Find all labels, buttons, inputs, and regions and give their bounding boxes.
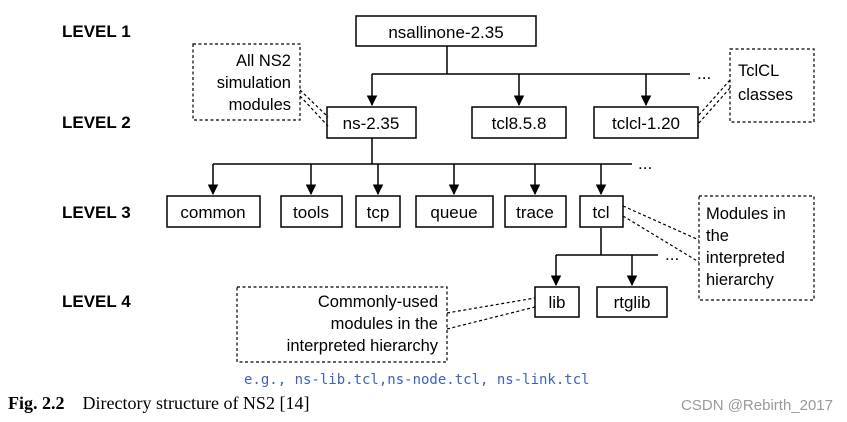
node-tclcl-1-20-label: tclcl-1.20	[612, 114, 680, 133]
node-queue-label: queue	[430, 203, 477, 222]
figure-caption-text: Directory structure of NS2 [14]	[83, 393, 310, 413]
node-trace-label: trace	[516, 203, 554, 222]
note-ns2-line-2: simulation	[217, 74, 291, 92]
edges-level-2-3	[207, 138, 632, 196]
node-tcl8-5-8-label: tcl8.5.8	[492, 114, 547, 133]
node-rtglib: rtglib	[596, 286, 668, 318]
note-common-line-1: Commonly-used	[318, 293, 438, 311]
note-ns2-line-1: All NS2	[236, 52, 291, 70]
node-tcp: tcp	[355, 195, 401, 228]
node-common-label: common	[180, 203, 245, 222]
ellipsis-level-4: ...	[665, 245, 679, 264]
node-tcl8-5-8: tcl8.5.8	[471, 106, 567, 139]
node-rtglib-label: rtglib	[614, 293, 651, 312]
note-interp-line-4: hierarchy	[706, 271, 775, 289]
watermark: CSDN @Rebirth_2017	[681, 397, 833, 414]
note-interpreted-modules: Modules in the interpreted hierarchy	[698, 195, 815, 301]
node-tcl: tcl	[579, 195, 624, 228]
note-commonly-used-modules: Commonly-used modules in the interpreted…	[236, 286, 448, 363]
note-tclcl-line-2: classes	[738, 86, 793, 104]
level-1-label: LEVEL 1	[62, 22, 131, 41]
edges-level-1-2	[366, 46, 690, 107]
level-2-label: LEVEL 2	[62, 113, 131, 132]
figure-caption: Fig. 2.2 Directory structure of NS2 [14]	[8, 393, 309, 413]
note-common-line-3: interpreted hierarchy	[287, 337, 439, 355]
node-nsallinone-label: nsallinone-2.35	[388, 23, 503, 42]
note-ns2-line-3: modules	[229, 96, 291, 114]
node-tcp-label: tcp	[367, 203, 390, 222]
node-lib: lib	[534, 286, 580, 318]
node-ns-2-35-label: ns-2.35	[343, 114, 400, 133]
note-tclcl-line-1: TclCL	[738, 62, 779, 80]
figure-label: Fig. 2.2	[8, 393, 65, 413]
level-3-label: LEVEL 3	[62, 203, 131, 222]
ellipsis-level-2: ...	[697, 64, 711, 83]
edges-level-3-4	[550, 228, 658, 287]
level-4-label: LEVEL 4	[62, 292, 131, 311]
note-connectors	[299, 79, 731, 330]
node-queue: queue	[415, 195, 494, 228]
node-tclcl-1-20: tclcl-1.20	[593, 106, 699, 139]
node-nsallinone: nsallinone-2.35	[355, 15, 537, 47]
note-interp-line-1: Modules in	[706, 205, 786, 223]
note-interp-line-2: the	[706, 227, 729, 245]
note-all-ns2-modules: All NS2 simulation modules	[192, 43, 301, 121]
ellipsis-level-3: ...	[638, 154, 652, 173]
node-tools: tools	[280, 195, 343, 228]
node-tcl-label: tcl	[593, 203, 610, 222]
node-trace: trace	[504, 195, 567, 228]
node-lib-label: lib	[548, 293, 565, 312]
note-tclcl-classes: TclCL classes	[729, 48, 815, 123]
node-tools-label: tools	[293, 203, 329, 222]
example-files: e.g., ns-lib.tcl,ns-node.tcl, ns-link.tc…	[244, 372, 590, 388]
note-interp-line-3: interpreted	[706, 249, 785, 267]
note-common-line-2: modules in the	[331, 315, 438, 333]
node-common: common	[166, 195, 261, 228]
node-ns-2-35: ns-2.35	[326, 106, 417, 139]
